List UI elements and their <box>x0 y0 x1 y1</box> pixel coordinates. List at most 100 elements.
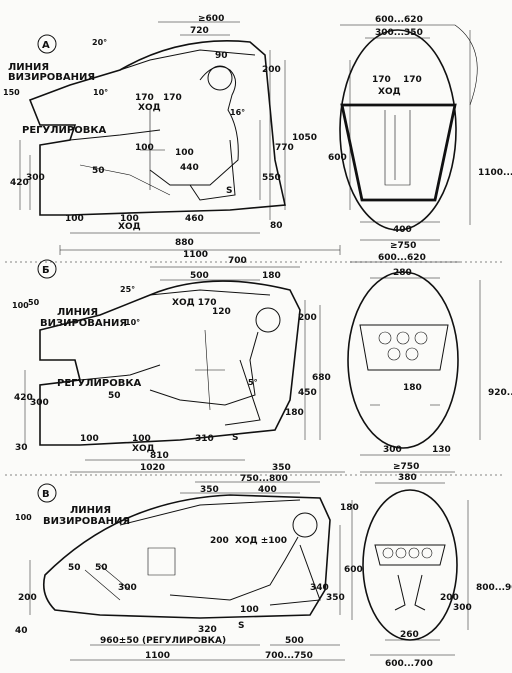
panel-a-460: 460 <box>185 214 204 224</box>
panel-v-300: 300 <box>118 583 137 593</box>
panel-b-200: 200 <box>298 313 317 323</box>
panel-v-front-stick <box>394 574 426 611</box>
panel-a-canopy-line <box>119 49 256 71</box>
panel-v-700: 700...750 <box>265 651 313 661</box>
panel-a-front-ellipse <box>339 29 457 231</box>
panel-v-600: 600 <box>344 565 363 575</box>
panel-b-front-ellipse <box>347 271 459 449</box>
panel-a-770: 770 <box>275 143 294 153</box>
panel-v-40: 40 <box>15 626 28 636</box>
panel-a-left-dims <box>19 140 31 210</box>
panel-b-5: 5° <box>248 378 258 387</box>
panel-a-440: 440 <box>180 163 199 173</box>
panel-b-25: 25° <box>120 285 135 294</box>
panel-b-front-ge750: ≥750 <box>393 462 419 472</box>
panel-b-hod170: ХОД 170 <box>172 298 217 308</box>
panel-v-vertical-dims <box>29 500 353 620</box>
panel-b-100a: 100 <box>12 301 29 310</box>
panel-b-500: 500 <box>190 271 209 281</box>
panel-a-front-hod: ХОД <box>378 87 401 97</box>
panel-a-880: 880 <box>175 238 194 248</box>
panel-b-300: 300 <box>30 398 49 408</box>
panel-b-gauge-5 <box>405 347 419 361</box>
panel-v-pilot-figure <box>169 536 299 601</box>
panel-v-gauge-1 <box>382 547 394 559</box>
panel-v-350: 350 <box>200 485 219 495</box>
panel-b-pilot-head <box>255 307 281 333</box>
panel-v-s: S <box>238 621 244 631</box>
panel-b-350: 350 <box>272 463 291 473</box>
panel-v-100a: 100 <box>15 513 32 522</box>
panel-b-gauge-3 <box>414 331 428 345</box>
panel-v-gauge-4 <box>421 547 433 559</box>
panel-a-50: 50 <box>92 166 105 176</box>
panel-v-350b: 350 <box>326 593 345 603</box>
panel-v: В ЛИНИЯ ВИЗИРОВАНИЯ 750...800 350 400 18… <box>15 473 512 669</box>
panel-v-fuselage-outline <box>42 494 331 619</box>
panel-b-pilot-figure <box>149 331 259 406</box>
panel-b-front-panel <box>359 324 449 371</box>
panel-a-front-right: 1100...1150 <box>478 168 512 178</box>
panel-v-front-200: 200 <box>440 593 459 603</box>
panel-v-letter: В <box>42 489 50 500</box>
panel-b-seat <box>224 359 261 426</box>
panel-b-front-dims <box>350 261 481 473</box>
panel-b-front-right: 920...1050 <box>488 388 512 398</box>
panel-a-panel-line <box>69 129 161 141</box>
panel-a-10: 10° <box>93 88 108 97</box>
panel-a-front-stick <box>384 110 411 186</box>
panel-b-810: 810 <box>150 451 169 461</box>
panel-v-front-panel <box>374 544 446 566</box>
panel-b-vertical-dims <box>24 300 321 445</box>
panel-b-front-top: 600...620 <box>378 253 426 263</box>
panel-a-hod: ХОД <box>118 222 141 232</box>
panel-a: А ЛИНИЯ ВИЗИРОВАНИЯ РЕГУЛИРОВКА ХОД ≥600… <box>3 14 512 260</box>
panel-a-front-top: 600...620 <box>375 15 423 25</box>
panel-v-pilot-head <box>292 512 318 538</box>
panel-v-front-width: 600...700 <box>385 659 433 669</box>
panel-b-s: S <box>232 433 238 443</box>
panel-a-front-400: 400 <box>393 225 412 235</box>
panel-v-dims <box>70 481 345 661</box>
panel-b-1020: 1020 <box>140 463 165 473</box>
panel-b-180b: 180 <box>285 408 304 418</box>
panel-v-letter-circle <box>37 483 57 503</box>
panel-a-front-170b: 170 <box>403 75 422 85</box>
panel-b-letter: Б <box>42 265 50 276</box>
panel-v-front-300: 300 <box>453 603 472 613</box>
panel-a-front-arc <box>454 24 478 106</box>
panel-a-170b: 170 <box>163 93 182 103</box>
panel-a-1050: 1050 <box>292 133 317 143</box>
panel-b-420: 420 <box>14 393 33 403</box>
panel-v-gauge-2 <box>395 547 407 559</box>
panel-v-200b: 200 <box>18 593 37 603</box>
panel-b-canopy-line <box>149 289 271 296</box>
panel-v-seat <box>269 544 321 606</box>
panel-a-80: 80 <box>270 221 283 231</box>
panel-a-16: 16° <box>230 108 245 117</box>
panel-v-340: 340 <box>310 583 329 593</box>
panel-a-20: 20° <box>92 38 107 47</box>
panel-a-travel: ХОД <box>138 103 161 113</box>
panel-v-front-top: 380 <box>398 473 417 483</box>
panel-a-420: 420 <box>10 178 29 188</box>
panel-a-leg <box>79 164 171 196</box>
panel-v-400: 400 <box>258 485 277 495</box>
panel-a-100c: 100 <box>65 214 84 224</box>
panel-v-1100: 1100 <box>145 651 170 661</box>
panel-b-dims <box>70 266 345 473</box>
panel-a-stick <box>140 110 165 190</box>
panel-v-100b: 100 <box>240 605 259 615</box>
panel-a-adjust: РЕГУЛИРОВКА <box>22 125 107 136</box>
panel-b-panel-line <box>79 364 161 381</box>
panel-a-100a: 100 <box>135 143 154 153</box>
panel-a-front-600: 600 <box>328 153 347 163</box>
panel-b-100b: 100 <box>80 434 99 444</box>
panel-v-canopy-line <box>119 499 301 526</box>
panel-b-front-300: 300 <box>383 445 402 455</box>
panel-v-750: 750...800 <box>240 474 288 484</box>
panel-v-gauge-3 <box>408 547 420 559</box>
panel-b-gauge-1 <box>378 331 392 345</box>
